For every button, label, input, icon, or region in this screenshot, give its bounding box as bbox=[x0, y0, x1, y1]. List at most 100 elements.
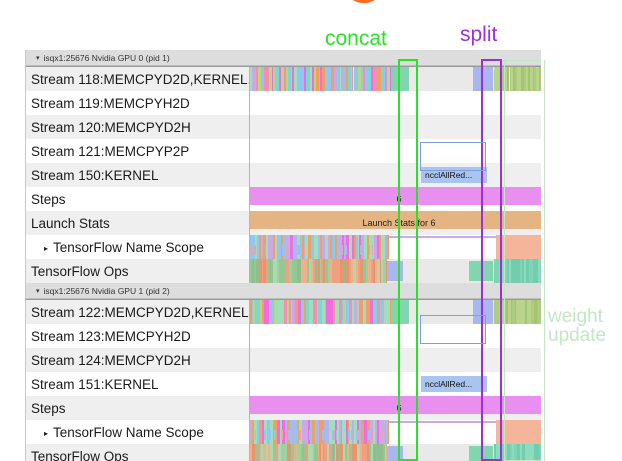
trace-slice bbox=[389, 300, 391, 324]
trace-slice bbox=[375, 300, 378, 324]
trace-slice bbox=[383, 444, 385, 461]
timeline-track[interactable]: ncclAllRed... bbox=[249, 372, 541, 396]
timeline-track[interactable] bbox=[249, 67, 541, 91]
trace-slice bbox=[361, 300, 363, 324]
trace-slice bbox=[370, 259, 373, 283]
trace-slice bbox=[350, 67, 353, 91]
trace-slice bbox=[368, 430, 370, 440]
trace-slice bbox=[284, 300, 288, 324]
trace-slice bbox=[295, 444, 298, 461]
trace-slice bbox=[317, 235, 321, 259]
trace-slice bbox=[516, 300, 518, 324]
chevron-right-icon[interactable]: ▸ bbox=[44, 428, 49, 438]
timeline-track[interactable]: ncclAllRed... bbox=[249, 163, 541, 187]
trace-slice bbox=[346, 300, 349, 324]
nccl-allreduce-bar[interactable]: ncclAllRed... bbox=[421, 167, 487, 183]
trace-slice bbox=[379, 300, 382, 324]
chevron-right-icon[interactable]: ▸ bbox=[44, 243, 49, 253]
trace-slice bbox=[282, 300, 285, 324]
timeline-track[interactable] bbox=[249, 259, 541, 283]
timeline-row[interactable]: Stream 120:MEMCPYD2H bbox=[26, 115, 541, 139]
timeline-track[interactable] bbox=[249, 139, 541, 163]
timeline-row[interactable]: Stream 123:MEMCPYH2D bbox=[26, 324, 541, 348]
trace-slice bbox=[495, 67, 499, 91]
trace-slice bbox=[326, 259, 329, 283]
timeline-row[interactable]: Stream 118:MEMCPYD2D,KERNEL,MI bbox=[26, 66, 541, 91]
trace-slice bbox=[344, 444, 347, 461]
nccl-allreduce-bar[interactable]: ncclAllRed... bbox=[421, 376, 487, 392]
group-header[interactable]: ▾isqx1:25676 Nvidia GPU 0 (pid 1) bbox=[26, 50, 541, 66]
trace-slice bbox=[348, 300, 352, 324]
timeline-row[interactable]: Stream 121:MEMCPYP2P bbox=[26, 139, 541, 163]
trace-slice bbox=[352, 420, 355, 444]
trace-slice bbox=[315, 235, 318, 259]
timeline-row[interactable]: TensorFlow Ops bbox=[26, 259, 541, 283]
trace-slice bbox=[389, 67, 391, 91]
trace-slice bbox=[342, 259, 346, 283]
timeline-row[interactable]: Stream 124:MEMCPYD2H bbox=[26, 348, 541, 372]
trace-slice bbox=[293, 259, 297, 283]
trace-slice bbox=[312, 300, 315, 324]
trace-slice bbox=[357, 430, 359, 440]
trace-slice bbox=[524, 444, 527, 461]
trace-slice bbox=[506, 300, 508, 324]
trace-slice bbox=[323, 259, 325, 283]
trace-slice bbox=[368, 259, 371, 283]
timeline-row[interactable]: TensorFlow Ops bbox=[26, 444, 541, 461]
chevron-down-icon[interactable]: ▾ bbox=[36, 54, 40, 62]
row-label-text: TensorFlow Name Scope bbox=[53, 424, 204, 440]
timeline-row[interactable]: ▸ TensorFlow Name Scope bbox=[26, 420, 541, 444]
timeline-row[interactable]: Stream 122:MEMCPYD2D,KERNEL,MI bbox=[26, 299, 541, 324]
timeline-row[interactable]: Stream 119:MEMCPYH2D bbox=[26, 91, 541, 115]
annotation-weight-update: weight update bbox=[548, 307, 606, 345]
trace-slice bbox=[536, 444, 539, 461]
timeline-track[interactable] bbox=[249, 91, 541, 115]
trace-slice bbox=[328, 259, 331, 283]
trace-slice bbox=[296, 420, 299, 444]
trace-slice bbox=[263, 300, 266, 324]
trace-slice bbox=[304, 444, 306, 461]
timeline-track[interactable] bbox=[249, 300, 541, 324]
trace-slice bbox=[523, 300, 525, 324]
timeline-track[interactable] bbox=[249, 324, 541, 348]
trace-slice bbox=[338, 444, 340, 461]
trace-slice bbox=[314, 300, 317, 324]
timeline-track[interactable] bbox=[249, 235, 541, 259]
trace-slice bbox=[301, 420, 304, 444]
trace-slice bbox=[376, 259, 380, 283]
trace-slice bbox=[265, 444, 269, 461]
group-header[interactable]: ▾isqx1:25676 Nvidia GPU 1 (pid 2) bbox=[26, 283, 541, 299]
trace-slice bbox=[313, 235, 316, 259]
trace-segment bbox=[391, 300, 409, 324]
trace-slice bbox=[339, 444, 343, 461]
trace-slice bbox=[311, 259, 314, 283]
trace-slice bbox=[523, 67, 526, 91]
trace-slice bbox=[279, 300, 283, 324]
trace-slice bbox=[312, 420, 315, 444]
timeline-row[interactable]: ▸TensorFlow Name Scope bbox=[26, 235, 541, 259]
timeline-track[interactable] bbox=[249, 115, 541, 139]
trace-viewer-panel[interactable]: ▾isqx1:25676 Nvidia GPU 0 (pid 1)Stream … bbox=[25, 50, 542, 461]
trace-slice bbox=[257, 444, 260, 461]
chevron-down-icon[interactable]: ▾ bbox=[36, 287, 40, 295]
trace-slice bbox=[297, 300, 302, 324]
trace-slice bbox=[344, 420, 346, 444]
trace-slice bbox=[537, 259, 540, 283]
trace-slice bbox=[325, 420, 328, 444]
trace-slice bbox=[288, 259, 292, 283]
trace-slice bbox=[511, 259, 514, 283]
timeline-track[interactable] bbox=[249, 348, 541, 372]
trace-slice bbox=[330, 259, 333, 283]
trace-slice bbox=[385, 235, 388, 259]
trace-slice bbox=[338, 67, 340, 91]
trace-slice bbox=[299, 245, 301, 255]
trace-slice bbox=[268, 444, 271, 461]
trace-slice bbox=[362, 300, 365, 324]
trace-slice bbox=[366, 235, 370, 259]
trace-slice bbox=[324, 444, 328, 461]
